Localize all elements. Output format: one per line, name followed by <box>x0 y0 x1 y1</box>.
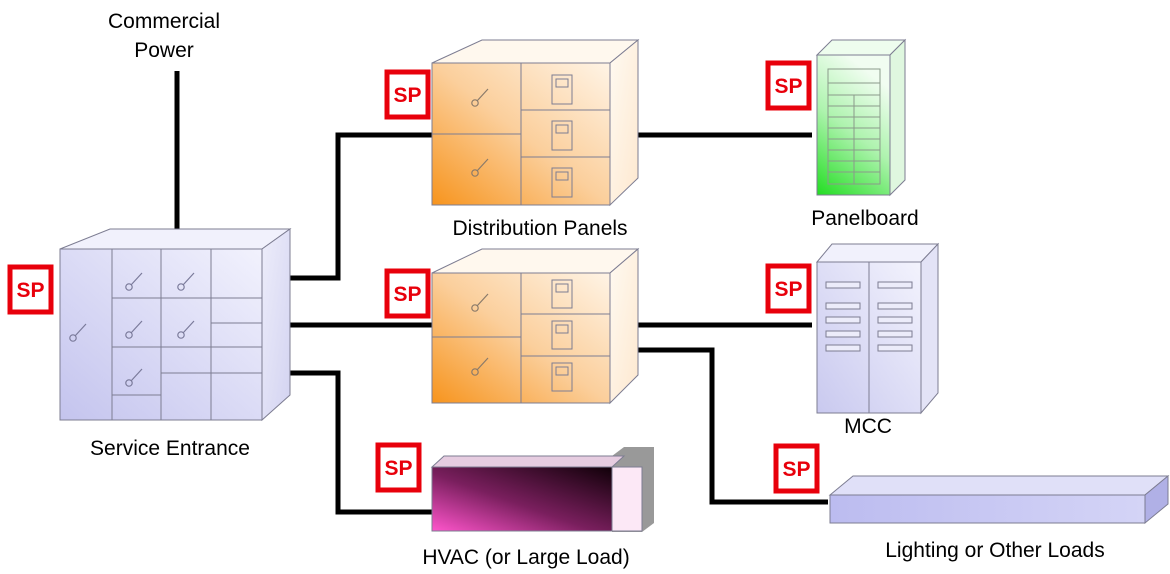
motor-control-center <box>815 242 940 415</box>
wire-se-to-hvac <box>290 370 432 515</box>
service-entrance-label: Service Entrance <box>90 437 250 460</box>
sp-badge-lighting: SP <box>773 443 820 494</box>
panelboard-label: Panelboard <box>811 207 918 230</box>
breaker-handle-icon <box>471 293 489 376</box>
breaker-handle-icon <box>471 88 489 177</box>
distribution-panel-lower <box>431 247 640 405</box>
svg-text:SP: SP <box>393 283 421 306</box>
meter-window-icon <box>551 279 573 392</box>
sp-badge-panelboard: SP <box>765 60 812 111</box>
sp-badge-service-entrance: SP <box>7 264 54 315</box>
svg-text:SP: SP <box>384 457 412 480</box>
breaker-handle-icon <box>69 272 195 387</box>
commercial-power-label-line1: Commercial <box>108 10 220 33</box>
sp-badge-mcc: SP <box>765 263 812 314</box>
svg-text:SP: SP <box>774 278 802 301</box>
lighting-load <box>828 474 1170 525</box>
svg-text:SP: SP <box>774 75 802 98</box>
service-entrance-switchgear <box>59 228 292 422</box>
hvac-unit <box>430 447 654 532</box>
meter-window-icon <box>551 74 573 198</box>
panelboard <box>815 38 907 197</box>
svg-text:SP: SP <box>782 458 810 481</box>
distribution-panels-label: Distribution Panels <box>452 217 627 240</box>
mcc-label: MCC <box>844 415 892 438</box>
commercial-power-label-line2: Power <box>134 39 194 62</box>
lighting-label: Lighting or Other Loads <box>885 539 1104 562</box>
wire-dist-panel-2-to-lighting <box>638 347 828 505</box>
sp-badge-distribution-panel-2: SP <box>384 268 431 319</box>
sp-badge-hvac: SP <box>375 442 422 493</box>
sp-badge-distribution-panel-1: SP <box>384 69 431 120</box>
wire-se-to-dist-panel-1 <box>290 132 432 281</box>
distribution-panel-upper <box>431 38 640 207</box>
hvac-label: HVAC (or Large Load) <box>422 546 629 569</box>
svg-text:SP: SP <box>393 84 421 107</box>
svg-text:SP: SP <box>16 279 44 302</box>
